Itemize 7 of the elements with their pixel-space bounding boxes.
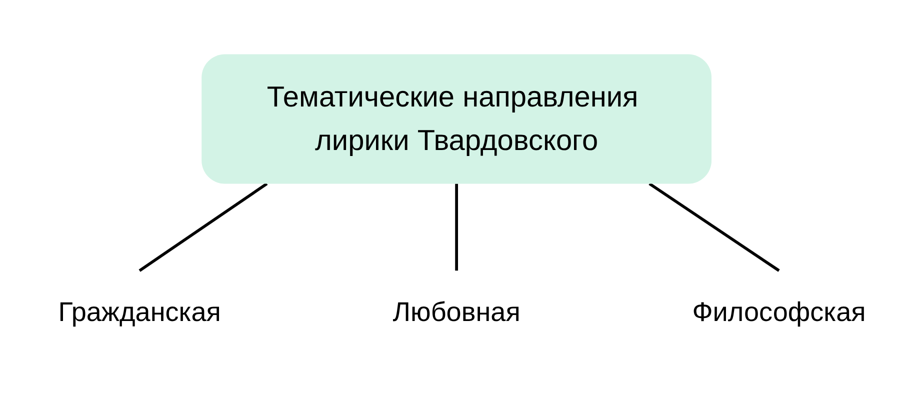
connector <box>138 182 268 272</box>
node-text: Философская <box>692 296 866 327</box>
connector <box>455 184 458 271</box>
node-text: Гражданская <box>58 296 221 327</box>
connector <box>648 182 780 272</box>
node-box: Тематические направления лирики Твардовского <box>202 54 712 184</box>
node-text: Любовная <box>392 296 520 327</box>
